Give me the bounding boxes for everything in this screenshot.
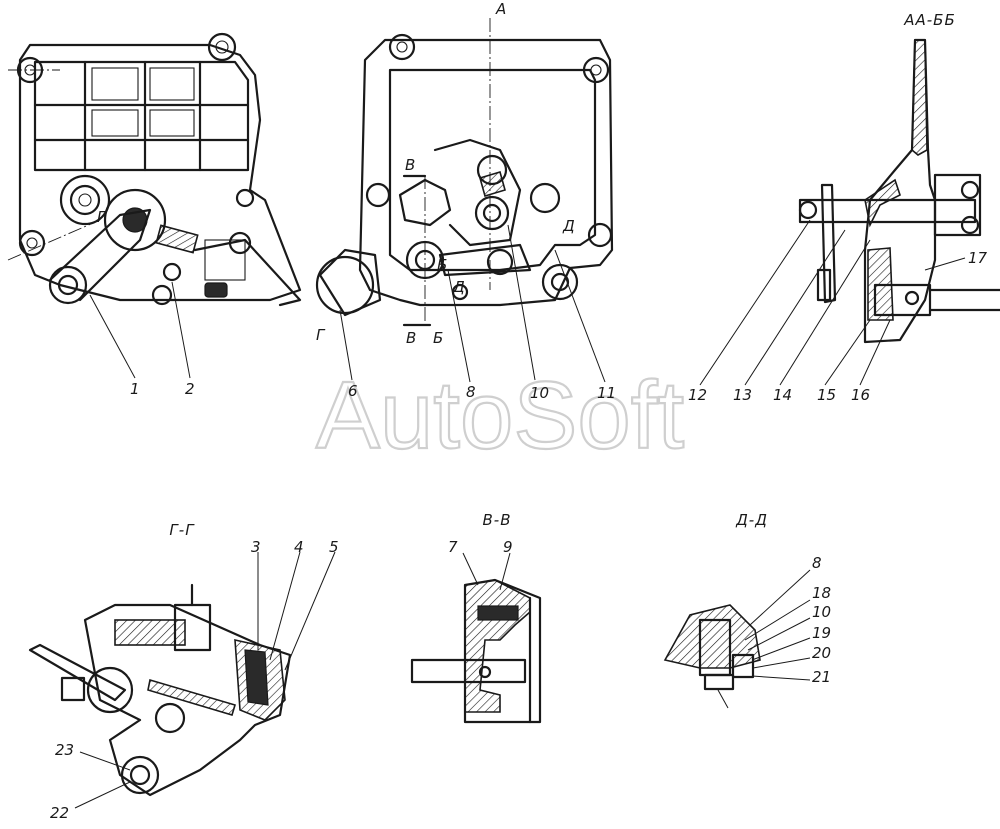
callout-4: 4 [294,538,304,556]
section-title-g-g: Г-Г [169,521,195,539]
callout-13: 13 [733,386,752,404]
callout-1: 1 [130,380,140,398]
callout-18: 18 [812,584,831,602]
callout-6: 6 [348,382,358,400]
view-housing-left [7,32,302,307]
callout-14: 14 [773,386,792,404]
section-title-aa-bb: АА-ББ [903,11,956,29]
callout-8: 8 [466,383,476,401]
callout-23: 23 [55,741,74,759]
callout-5: 5 [329,538,339,556]
view-section-d-d [663,604,761,709]
callout-20: 20 [812,644,831,662]
cut-mark-b-mid: Б [437,256,447,274]
watermark: AutoSoft [316,362,684,469]
leader-lines [74,219,966,809]
cut-mark-g-right: Г [316,326,326,344]
callout-15: 15 [817,386,836,404]
callout-21: 21 [812,668,831,686]
callout-10b: 10 [812,603,831,621]
cut-mark-v-bottom: В [406,329,416,347]
cut-mark-v-top: В [405,156,415,174]
callout-2: 2 [185,380,195,398]
callout-12: 12 [688,386,707,404]
callout-3: 3 [251,538,261,556]
cut-mark-d-mid: Д [452,278,465,296]
callout-numbers: 1 2 3 4 5 6 7 8 9 10 11 12 13 14 15 16 1… [50,249,988,822]
callout-7: 7 [448,538,458,556]
view-housing-center [315,18,614,327]
callout-22: 22 [50,804,69,822]
cut-mark-a: А [495,0,506,18]
callout-8b: 8 [812,554,822,572]
view-section-v-v [410,578,542,724]
callout-17: 17 [968,249,988,267]
view-section-aa-bb [798,38,1000,344]
cut-mark-g-left: Г [97,208,107,226]
callout-11: 11 [597,384,616,402]
callout-19: 19 [812,624,831,642]
callout-10: 10 [530,384,549,402]
section-title-d-d: Д-Д [735,511,768,529]
callout-9: 9 [503,538,513,556]
section-title-v-v: В-В [483,511,512,529]
cut-mark-b-bottom: Б [433,329,443,347]
callout-16: 16 [851,386,870,404]
view-section-g-g [28,583,292,797]
cut-mark-d-right: Д [562,217,575,235]
